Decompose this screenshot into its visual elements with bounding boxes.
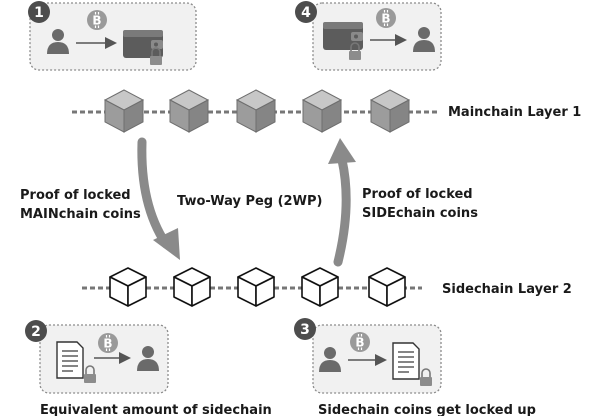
wallet-icon — [323, 22, 363, 50]
step-4-panel: 4 — [295, 1, 442, 71]
proof-side-line-1: Proof of locked — [362, 187, 473, 202]
step-3-badge — [294, 318, 316, 340]
sidechain-block-4 — [301, 267, 339, 307]
proof-main-line-2: MAINchain coins — [20, 207, 141, 222]
proof-side-line-2: SIDEchain coins — [362, 206, 478, 221]
step-4-number: 4 — [301, 5, 311, 21]
step-1-badge — [28, 1, 50, 23]
bitcoin-icon — [86, 9, 108, 31]
proof-main-line-1: Proof of locked — [20, 188, 131, 203]
bitcoin-icon — [97, 332, 119, 354]
sidechain-block-2 — [173, 267, 211, 307]
mainchain-block-2 — [169, 89, 209, 133]
mainchain-layer-label: Mainchain Layer 1 — [448, 105, 581, 120]
step-1-panel: 1 — [28, 1, 197, 71]
step-3-panel: 3 — [294, 318, 442, 394]
step-1-number: 1 — [34, 5, 44, 21]
mainchain-block-3 — [236, 89, 276, 133]
step-4-badge — [295, 1, 317, 23]
sidechain-block-3 — [237, 267, 275, 307]
sidechain-block-5 — [368, 267, 406, 307]
step-3-number: 3 — [300, 322, 310, 338]
step-2-panel: 2 — [25, 320, 169, 394]
wallet-icon — [123, 30, 163, 58]
step-2-number: 2 — [31, 324, 41, 340]
peg-arrow-up — [328, 138, 356, 267]
mainchain-block-4 — [302, 89, 342, 133]
mainchain-block-1 — [104, 89, 144, 133]
sidechain-block-1 — [109, 267, 147, 307]
bitcoin-icon — [349, 331, 371, 353]
sidechain-layer-label: Sidechain Layer 2 — [442, 282, 572, 297]
step-2-badge — [25, 320, 47, 342]
two-way-peg-label: Two-Way Peg (2WP) — [177, 194, 322, 209]
bitcoin-icon — [375, 7, 397, 29]
step-3-caption: Sidechain coins get locked up — [318, 403, 536, 416]
document-icon — [56, 341, 84, 379]
peg-arrow-down — [137, 137, 180, 260]
mainchain-block-5 — [370, 89, 410, 133]
document-icon — [392, 342, 420, 380]
step-2-caption: Equivalent amount of sidechain — [40, 403, 272, 416]
sidechain: Sidechain Layer 2 — [82, 267, 572, 307]
mainchain: Mainchain Layer 1 — [72, 89, 581, 133]
